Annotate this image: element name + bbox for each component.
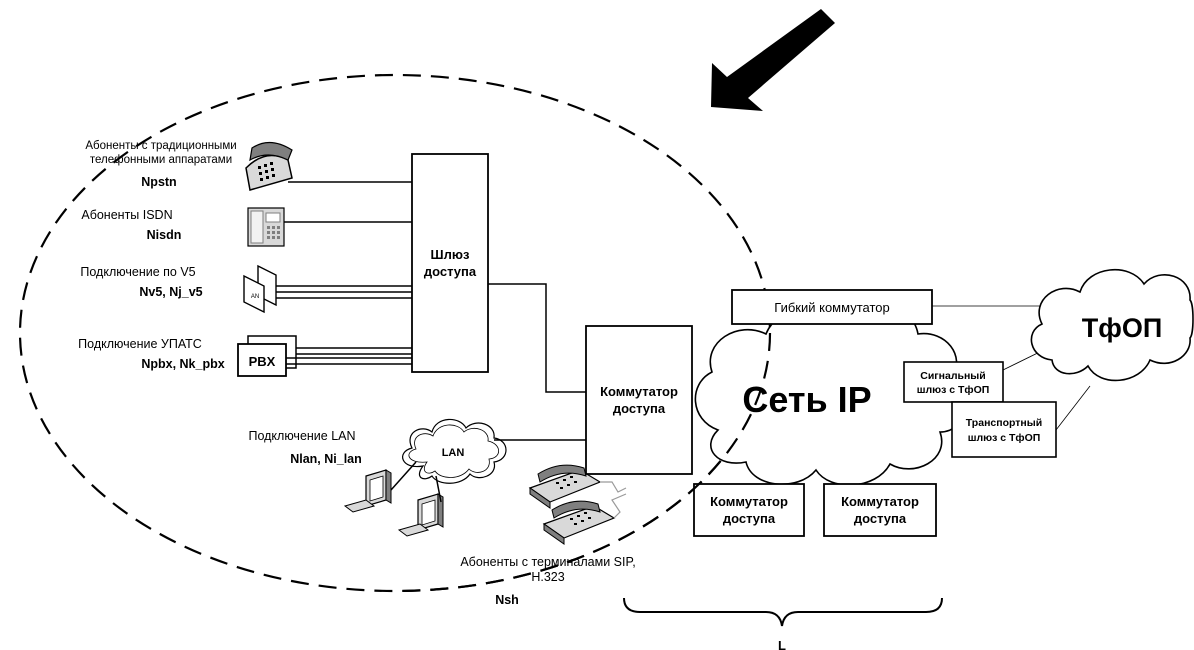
access-switch-main-box — [585, 325, 693, 475]
v5-label: Подключение по V5 — [80, 265, 195, 279]
pstn-label-2: телефонными аппаратами — [90, 154, 232, 166]
pstn-param: Npstn — [141, 175, 176, 189]
transport-gateway-box — [951, 401, 1057, 458]
pbx-label: Подключение УПАТС — [78, 337, 202, 351]
sip-label-2: H.323 — [531, 570, 564, 584]
connection-lines — [276, 181, 586, 503]
workstation-2-icon — [397, 493, 444, 537]
pbx-device-icon: PBX — [237, 335, 297, 377]
pstn-label-1: Абоненты с традиционными — [85, 140, 236, 152]
access-gateway-label-1: Шлюз — [431, 247, 470, 262]
transport-gateway-label-1: Транспортный — [966, 417, 1042, 429]
analog-telephone-icon — [245, 141, 293, 191]
soft-switch-box — [731, 289, 933, 325]
signal-gateway-label-1: Сигнальный — [920, 370, 985, 382]
pointer-arrow — [711, 9, 835, 111]
workstation-1-icon — [343, 469, 392, 513]
access-switch-main-label-2: доступа — [613, 401, 666, 416]
access-switch-2-box — [693, 483, 805, 537]
span-label: L — [778, 638, 786, 650]
sip-label-1: Абоненты с терминалами SIP, — [460, 555, 635, 569]
signal-gateway-box — [903, 361, 1004, 403]
svg-text:AN: AN — [251, 294, 259, 300]
isdn-param: Nisdn — [147, 228, 182, 242]
isdn-label: Абоненты ISDN — [81, 208, 172, 222]
v5-param: Nv5, Nj_v5 — [139, 285, 202, 299]
access-switch-3-label-1: Коммутатор — [841, 494, 919, 509]
access-switch-3-box — [823, 483, 937, 537]
sip-phone-wiring — [600, 481, 627, 519]
span-bracket — [623, 597, 943, 627]
access-switch-main-label-1: Коммутатор — [600, 384, 678, 399]
signal-gateway-label-2: шлюз с ТфОП — [917, 384, 990, 396]
access-switch-2-label-2: доступа — [723, 511, 776, 526]
sip-phone-1-icon — [528, 464, 602, 509]
transport-gateway-label-2: шлюз с ТфОП — [968, 432, 1041, 444]
pstn-label: ТфОП — [1082, 313, 1163, 343]
access-switch-3-label-2: доступа — [854, 511, 907, 526]
access-gateway-box — [411, 153, 489, 373]
ip-network-label: Сеть IP — [742, 379, 871, 420]
sip-param: Nsh — [495, 593, 519, 607]
pstn-cloud — [1030, 269, 1194, 382]
lan-param: Nlan, Ni_lan — [290, 452, 362, 466]
lan-label: Подключение LAN — [248, 429, 355, 443]
access-gateway-label-2: доступа — [424, 264, 477, 279]
sip-phone-2-icon — [542, 500, 616, 545]
lan-cloud-icon: LAN — [402, 418, 507, 484]
pbx-param: Npbx, Nk_pbx — [141, 357, 224, 371]
soft-switch-label: Гибкий коммутатор — [774, 300, 889, 315]
svg-text:LAN: LAN — [442, 447, 465, 459]
isdn-telephone-icon — [247, 207, 285, 247]
svg-text:PBX: PBX — [249, 354, 276, 369]
access-switch-2-label-1: Коммутатор — [710, 494, 788, 509]
access-zone-ellipse-overlay — [394, 332, 772, 593]
v5-access-node-icon: AN — [243, 264, 277, 314]
